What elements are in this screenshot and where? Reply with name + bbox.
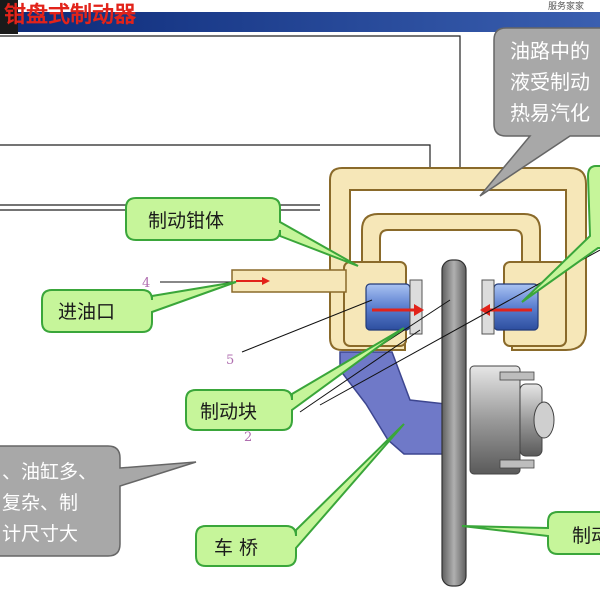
wheel-bolt bbox=[499, 371, 535, 381]
oil-inlet-pipe bbox=[231, 269, 347, 293]
part-number-2: 2 bbox=[244, 430, 252, 445]
callout-oil-inlet: 进油口 bbox=[41, 281, 237, 333]
header-bar bbox=[0, 12, 600, 32]
corner-text: 服务家家 bbox=[548, 0, 584, 12]
brake-disc bbox=[441, 259, 467, 587]
header-logo-block bbox=[0, 0, 18, 34]
callout-brake-pad: 制动块 bbox=[185, 327, 405, 431]
callout-left-bottom-line-2: 复杂、制 bbox=[2, 492, 78, 514]
callout-right-bottom: 制动 bbox=[461, 511, 600, 555]
wheel-hub bbox=[469, 365, 555, 475]
label-right-bottom: 制动 bbox=[572, 525, 600, 547]
callout-top-right-line-1: 油路中的 bbox=[510, 39, 590, 63]
part-number-5: 5 bbox=[226, 353, 234, 368]
callout-top-right-line-3: 热易汽化 bbox=[510, 101, 590, 125]
left-piston bbox=[365, 279, 423, 335]
wheel-bolt bbox=[499, 459, 535, 469]
page-title: 钳盘式制动器 bbox=[4, 2, 137, 28]
label-axle: 车 桥 bbox=[214, 537, 258, 559]
callout-top-right-line-2: 液受制动 bbox=[510, 70, 590, 94]
callout-left-bottom-line-1: 、油缸多、 bbox=[2, 461, 97, 483]
callout-top-right: 油路中的 液受制动 热易汽化 bbox=[479, 27, 600, 197]
callout-caliper-body: 制动钳体 bbox=[125, 197, 359, 267]
pressure-arrows bbox=[236, 277, 532, 316]
callout-left-bottom: 、油缸多、 复杂、制 计尺寸大 bbox=[0, 445, 197, 557]
axle-bracket bbox=[339, 351, 447, 455]
callout-axle: 车 桥 bbox=[195, 423, 405, 567]
label-caliper-body: 制动钳体 bbox=[148, 210, 224, 232]
right-piston bbox=[481, 279, 539, 335]
callout-right-top-partial bbox=[521, 165, 600, 303]
label-brake-pad: 制动块 bbox=[200, 401, 257, 423]
part-number-4: 4 bbox=[142, 276, 150, 291]
header: 钳盘式制动器 服务家家 bbox=[0, 0, 600, 34]
callout-left-bottom-line-3: 计尺寸大 bbox=[2, 523, 78, 545]
label-oil-inlet: 进油口 bbox=[58, 301, 115, 323]
